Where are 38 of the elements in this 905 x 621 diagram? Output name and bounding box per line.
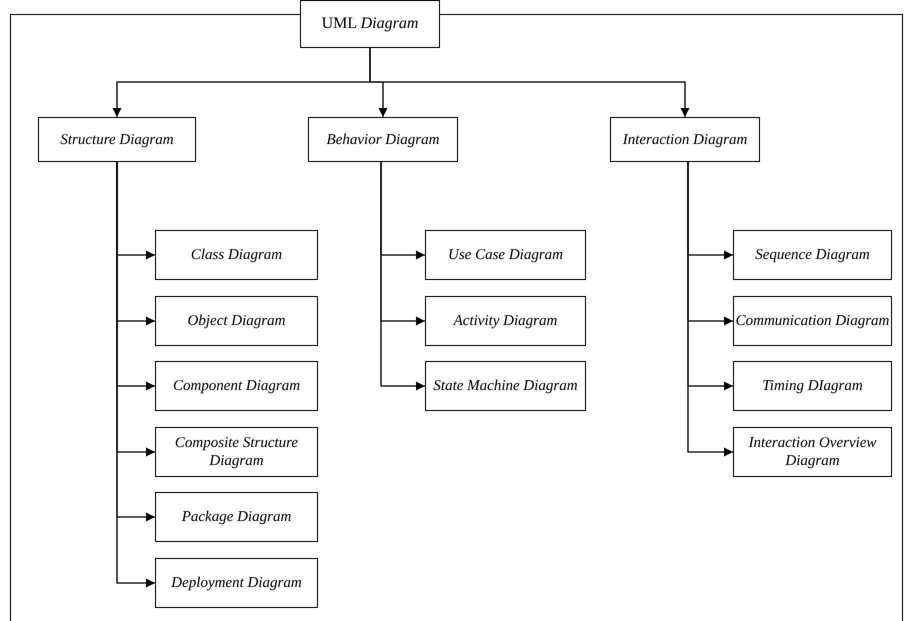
diagram-box [425, 230, 586, 280]
box-label: Package Diagram [182, 508, 292, 526]
diagram-box [300, 0, 440, 48]
diagram-box [38, 117, 196, 162]
box-label: UML Diagram [322, 15, 418, 33]
arrow [380, 162, 425, 390]
box-label: Communication Diagram [736, 312, 890, 330]
box-label: Structure Diagram [60, 130, 174, 148]
diagram-box [308, 117, 458, 162]
box-label: Activity Diagram [454, 312, 558, 330]
box-label: Sequence Diagram [755, 246, 870, 264]
box-label: Deployment Diagram [171, 574, 302, 592]
diagram-box [733, 427, 892, 477]
arrow [687, 162, 733, 456]
box-label: Behavior Diagram [326, 130, 440, 148]
diagram-box [733, 296, 892, 346]
diagram-box [610, 117, 760, 162]
box-label: Use Case Diagram [448, 246, 563, 264]
diagram-box [733, 361, 892, 411]
box-label: Class Diagram [190, 246, 282, 264]
box-label: Timing DIagram [762, 377, 863, 395]
box-label: Interaction Overview Diagram [748, 434, 878, 470]
diagram-box [155, 558, 318, 608]
diagram-box [155, 492, 318, 542]
box-label: Interaction Diagram [622, 130, 748, 148]
diagram-box [425, 361, 586, 411]
diagram-box [425, 296, 586, 346]
box-label: Component Diagram [172, 377, 300, 395]
diagram-box [155, 361, 318, 411]
box-label: Composite Structure Diagram [174, 434, 300, 470]
arrow [369, 48, 690, 117]
diagram-box [733, 230, 892, 280]
box-label: State Machine Diagram [433, 377, 578, 395]
arrow [116, 162, 155, 588]
diagram-box [155, 230, 318, 280]
diagram-box [155, 427, 318, 477]
box-label: Object Diagram [188, 312, 286, 330]
diagram-box [155, 296, 318, 346]
